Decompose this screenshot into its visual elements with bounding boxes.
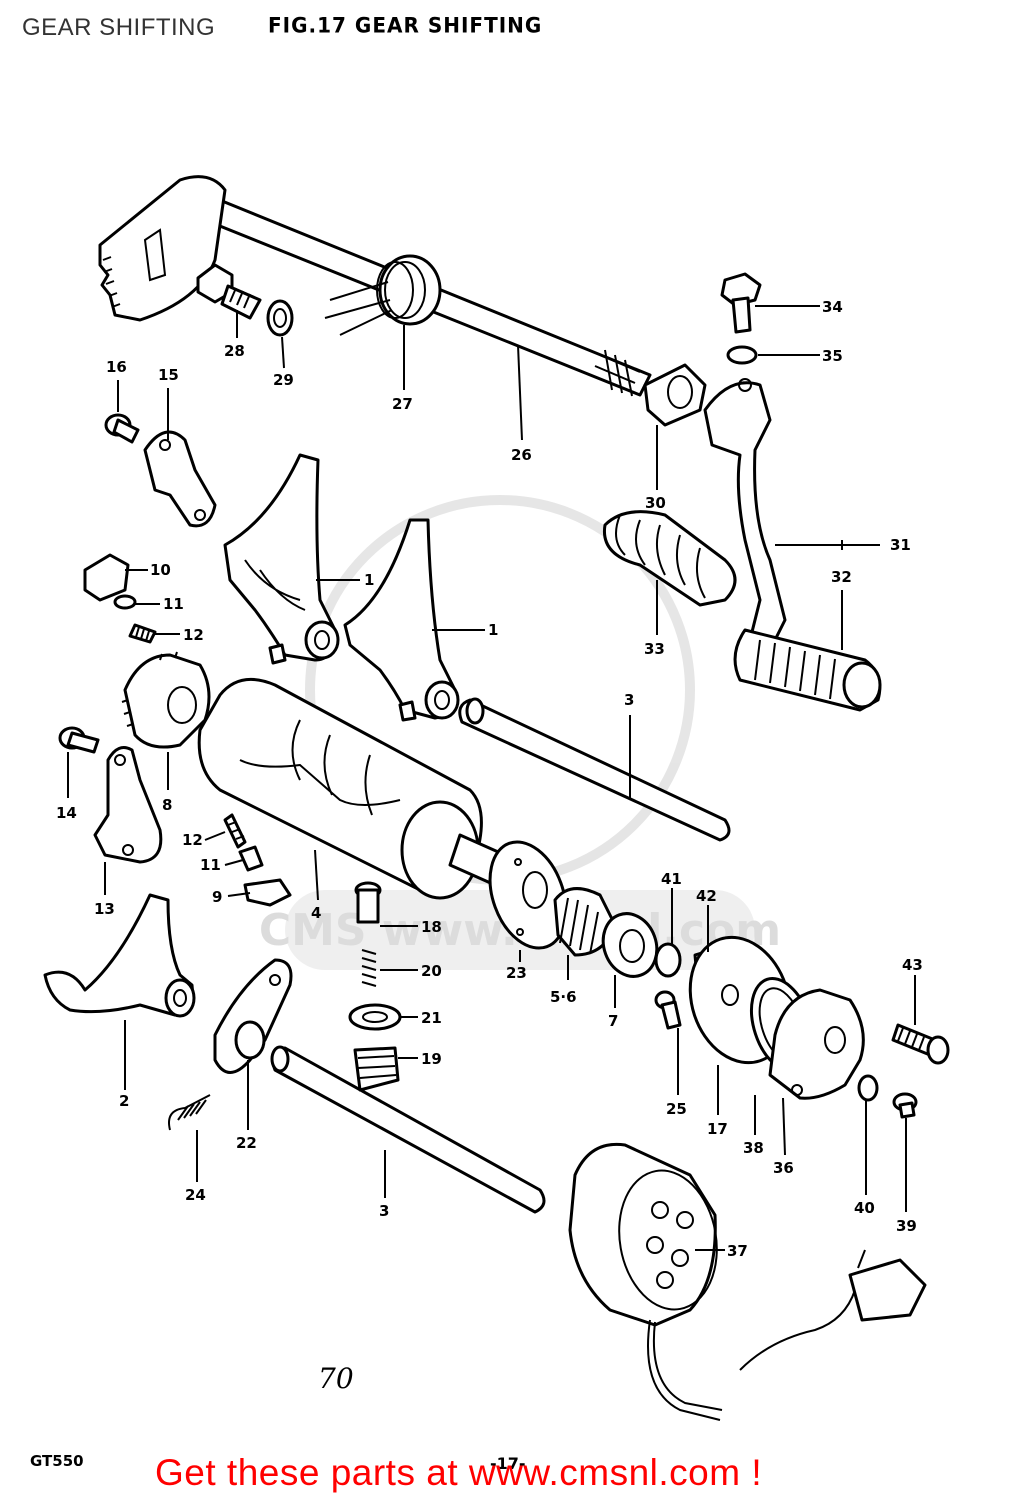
callout-40: 40 [854, 1199, 875, 1217]
pin-18 [354, 881, 382, 924]
screw-43 [891, 1023, 950, 1065]
footrest-32 [733, 628, 882, 712]
callout-1-lower: 1 [488, 621, 498, 639]
fork-shaft-3-lower [270, 1045, 546, 1214]
callout-12-lower: 12 [182, 831, 203, 849]
screw-39 [892, 1092, 918, 1119]
washer-7 [601, 912, 659, 978]
callout-43: 43 [902, 956, 923, 974]
callout-3-upper: 3 [624, 691, 634, 709]
callout-31: 31 [890, 536, 911, 554]
callout-1-upper: 1 [364, 571, 374, 589]
neutral-switch-lead [647, 1249, 927, 1421]
shift-lever-31 [703, 378, 787, 652]
callout-27: 27 [392, 395, 413, 413]
callout-39: 39 [896, 1217, 917, 1235]
callout-23: 23 [506, 964, 527, 982]
callout-3-lower: 3 [379, 1202, 389, 1220]
callout-11-lower: 11 [200, 856, 221, 874]
model-code: GT550 [30, 1452, 84, 1470]
return-spring-27 [324, 254, 442, 336]
washer-29 [266, 299, 294, 337]
callout-37: 37 [727, 1242, 748, 1260]
spring-20 [361, 949, 377, 987]
callout-32: 32 [831, 568, 852, 586]
cover-36 [768, 988, 865, 1100]
bearing-plate-23 [488, 840, 568, 950]
spring-24 [168, 1094, 211, 1131]
callout-21: 21 [421, 1009, 442, 1027]
callout-10: 10 [150, 561, 171, 579]
pawl-lifter-22 [213, 958, 293, 1074]
screw-14 [58, 726, 100, 754]
plate-13 [93, 746, 163, 864]
fork-shaft-3-upper [458, 697, 731, 842]
gear-shift-cam-4 [197, 677, 483, 900]
cam-gear-8 [121, 651, 211, 749]
callout-33: 33 [644, 640, 665, 658]
callout-41: 41 [661, 870, 682, 888]
callout-19: 19 [421, 1050, 442, 1068]
callout-17: 17 [707, 1120, 728, 1138]
callout-36: 36 [773, 1159, 794, 1177]
callout-4: 4 [311, 904, 321, 922]
page-header: GEAR SHIFTING [22, 14, 216, 41]
plug-19 [353, 1046, 400, 1092]
callout-14: 14 [56, 804, 77, 822]
screw-16 [104, 413, 140, 444]
cam-stopper-10 [83, 553, 130, 602]
callout-9: 9 [212, 888, 222, 906]
promo-link[interactable]: Get these parts at www.cmsnl.com ! [155, 1452, 763, 1493]
callout-labels: 34 35 28 29 27 26 16 15 30 31 32 33 10 1… [56, 298, 923, 1260]
shift-fork-1-upper [223, 453, 340, 665]
shift-rubber-33 [602, 510, 737, 607]
collar-30 [643, 363, 707, 427]
callout-13: 13 [94, 900, 115, 918]
leader-lines [67, 305, 916, 1251]
circlip-41 [654, 942, 682, 978]
handwritten-note: 70 [318, 1362, 354, 1395]
neutral-switch-37 [568, 1142, 718, 1327]
callout-30: 30 [645, 494, 666, 512]
washer-40 [857, 1074, 879, 1102]
callout-28: 28 [224, 342, 245, 360]
washer-35 [726, 345, 758, 365]
pawl-9 [243, 878, 292, 907]
bolt-34 [720, 272, 762, 334]
callout-26: 26 [511, 446, 532, 464]
stopper-15 [143, 430, 217, 528]
callout-12-upper: 12 [183, 626, 204, 644]
callout-8: 8 [162, 796, 172, 814]
pin-11-upper [113, 594, 137, 610]
callout-35: 35 [822, 347, 843, 365]
callout-11-upper: 11 [163, 595, 184, 613]
callout-15: 15 [158, 366, 179, 384]
callout-5-6: 5·6 [550, 988, 577, 1006]
callout-20: 20 [421, 962, 442, 980]
shift-fork-2 [43, 893, 196, 1018]
washer-21 [348, 1003, 402, 1031]
callout-34: 34 [822, 298, 843, 316]
callout-18: 18 [421, 918, 442, 936]
callout-25: 25 [666, 1100, 687, 1118]
shift-fork-1-lower [343, 518, 460, 722]
callout-22: 22 [236, 1134, 257, 1152]
pin-11-lower [238, 845, 264, 872]
callout-24: 24 [185, 1186, 206, 1204]
callout-16: 16 [106, 358, 127, 376]
figure-title: FIG.17 GEAR SHIFTING [268, 12, 543, 38]
adjuster-bolt-28 [196, 263, 262, 320]
screw-25 [654, 990, 682, 1030]
spring-12-upper [128, 623, 157, 644]
callout-2: 2 [119, 1092, 129, 1110]
callout-29: 29 [273, 371, 294, 389]
spring-12-lower [223, 813, 247, 849]
callout-7: 7 [608, 1012, 618, 1030]
page-number: -17- [490, 1454, 526, 1473]
callout-42: 42 [696, 887, 717, 905]
callout-38: 38 [743, 1139, 764, 1157]
